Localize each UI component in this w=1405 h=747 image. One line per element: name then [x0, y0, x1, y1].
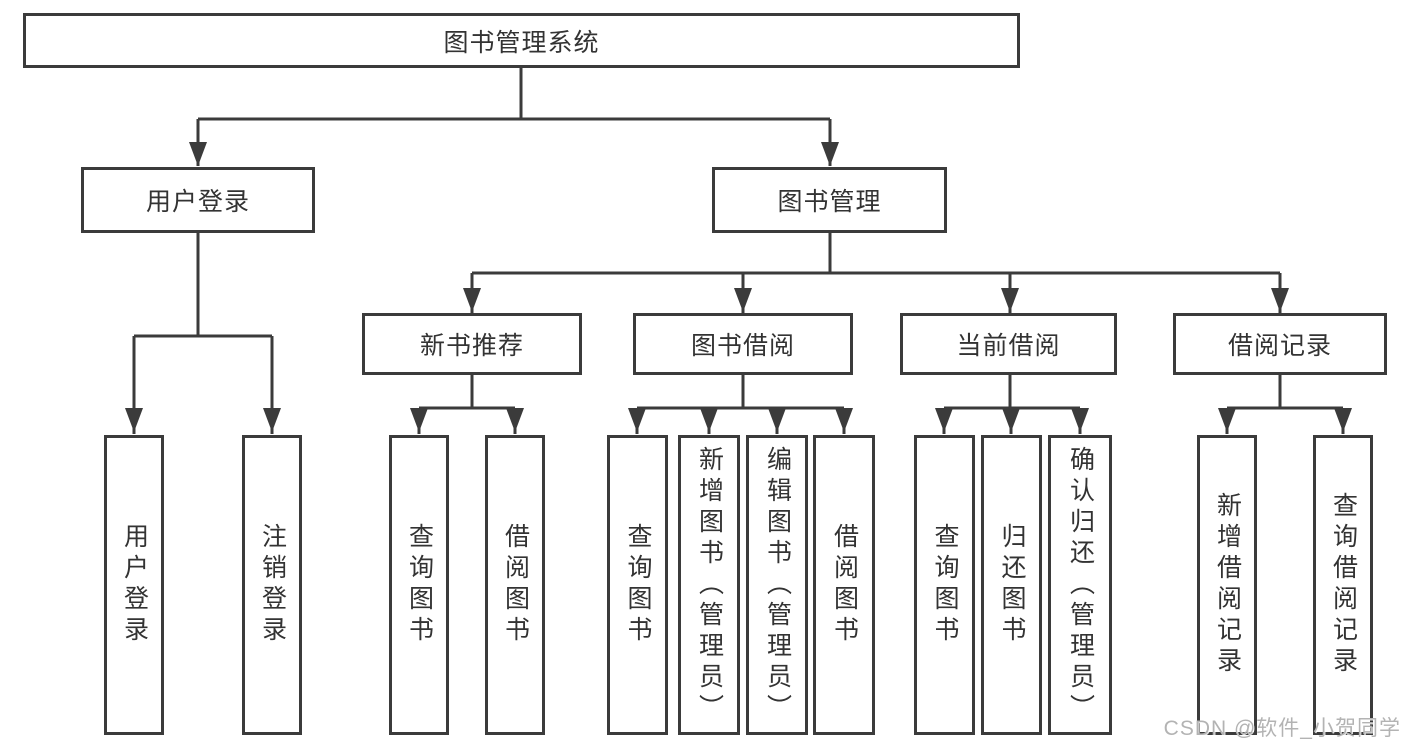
leaf-query-books-borrow: 查询图书: [607, 435, 668, 735]
node-borrowing-records: 借阅记录: [1173, 313, 1387, 375]
leaf-query-books-current: 查询图书: [914, 435, 975, 735]
leaf-logout: 注销登录: [242, 435, 302, 735]
leaf-add-book-admin: 新增图书（管理员）: [678, 435, 740, 735]
node-book-management: 图书管理: [712, 167, 947, 233]
node-user-login: 用户登录: [81, 167, 315, 233]
leaf-user-login: 用户登录: [104, 435, 164, 735]
leaf-add-borrow-record: 新增借阅记录: [1197, 435, 1257, 735]
leaf-borrow-books: 借阅图书: [813, 435, 875, 735]
node-new-book-recommend: 新书推荐: [362, 313, 582, 375]
connector-arrowheads: [125, 142, 1352, 432]
leaf-return-book: 归还图书: [981, 435, 1042, 735]
leaf-query-books-recommend: 查询图书: [389, 435, 449, 735]
node-current-borrowing: 当前借阅: [900, 313, 1117, 375]
leaf-query-borrow-record: 查询借阅记录: [1313, 435, 1373, 735]
connector-stems: [132, 68, 1345, 434]
leaf-borrow-books-recommend: 借阅图书: [485, 435, 545, 735]
leaf-confirm-return-admin: 确认归还（管理员）: [1048, 435, 1112, 735]
node-book-borrowing: 图书借阅: [633, 313, 853, 375]
leaf-edit-book-admin: 编辑图书（管理员）: [746, 435, 808, 735]
node-root-system: 图书管理系统: [23, 13, 1020, 68]
csdn-watermark: CSDN @软件_小贺同学: [1163, 717, 1401, 740]
